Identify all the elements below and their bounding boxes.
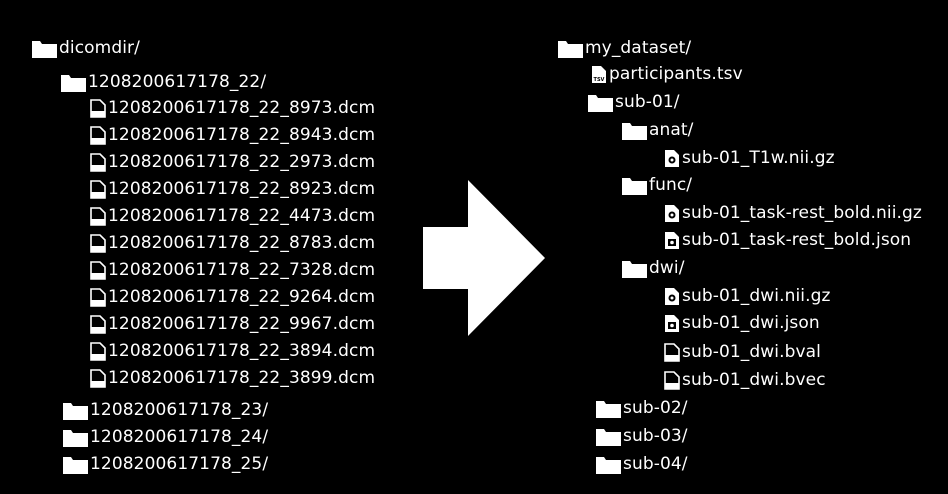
file-icon — [90, 125, 106, 145]
tree-item[interactable]: func/ — [622, 173, 692, 197]
tree-item[interactable]: 1208200617178_22_4473.dcm — [90, 204, 375, 228]
file-icon — [90, 233, 106, 253]
file-icon — [90, 341, 106, 361]
tsv-file-icon: TSV — [591, 65, 607, 84]
tree-item[interactable]: anat/ — [622, 118, 694, 142]
tree-item[interactable]: 1208200617178_22_2973.dcm — [90, 150, 375, 174]
tree-item[interactable]: 1208200617178_22/ — [61, 70, 266, 94]
folder-icon — [63, 455, 88, 474]
tree-item[interactable]: sub-01_dwi.bvec — [664, 368, 826, 392]
file-icon — [90, 98, 106, 118]
folder-icon — [622, 121, 647, 140]
file-icon — [90, 314, 106, 334]
tree-item[interactable]: sub-01_dwi.bval — [664, 340, 821, 364]
file-icon — [90, 368, 106, 388]
folder-icon — [622, 176, 647, 195]
tree-item[interactable]: sub-01_task-rest_bold.json — [664, 228, 911, 252]
folder-icon — [558, 39, 583, 58]
tree-item[interactable]: dicomdir/ — [32, 36, 140, 60]
tree-item[interactable]: 1208200617178_22_7328.dcm — [90, 258, 375, 282]
tree-item[interactable]: 1208200617178_22_3894.dcm — [90, 339, 375, 363]
file-icon — [90, 206, 106, 226]
tree-item[interactable]: sub-04/ — [596, 452, 688, 476]
tree-item[interactable]: 1208200617178_23/ — [63, 398, 268, 422]
tsv-badge: TSV — [594, 77, 605, 83]
tree-item[interactable]: sub-01_dwi.json — [664, 311, 820, 335]
tree-item[interactable]: 1208200617178_25/ — [63, 452, 268, 476]
tree-item[interactable]: 1208200617178_22_9264.dcm — [90, 285, 375, 309]
folder-icon — [63, 401, 88, 420]
nifti-file-icon — [664, 204, 680, 223]
folder-icon — [588, 93, 613, 112]
folder-icon — [596, 455, 621, 474]
tree-item[interactable]: 1208200617178_22_8783.dcm — [90, 231, 375, 255]
tree-item[interactable]: sub-03/ — [596, 424, 688, 448]
folder-icon — [596, 427, 621, 446]
file-icon — [90, 179, 106, 199]
tree-item[interactable]: sub-01/ — [588, 90, 680, 114]
tree-item[interactable]: dwi/ — [622, 256, 685, 280]
tree-item[interactable]: 1208200617178_22_8973.dcm — [90, 96, 375, 120]
tree-item[interactable]: 1208200617178_24/ — [63, 425, 268, 449]
tree-item[interactable]: TSV participants.tsv — [591, 62, 743, 86]
tree-item[interactable]: sub-01_dwi.nii.gz — [664, 284, 831, 308]
file-icon — [90, 287, 106, 307]
tree-item[interactable]: 1208200617178_22_3899.dcm — [90, 366, 375, 390]
folder-icon — [596, 399, 621, 418]
file-icon — [90, 260, 106, 280]
nifti-file-icon — [664, 287, 680, 306]
file-icon — [90, 152, 106, 172]
folder-icon — [63, 428, 88, 447]
folder-icon — [622, 259, 647, 278]
tree-item[interactable]: my_dataset/ — [558, 36, 691, 60]
file-icon — [664, 370, 680, 390]
folder-icon — [61, 73, 86, 92]
file-icon — [664, 342, 680, 362]
tree-item[interactable]: 1208200617178_22_8923.dcm — [90, 177, 375, 201]
json-file-icon — [664, 314, 680, 333]
tree-item[interactable]: sub-01_task-rest_bold.nii.gz — [664, 201, 922, 225]
tree-item[interactable]: sub-01_T1w.nii.gz — [664, 146, 835, 170]
tree-item[interactable]: sub-02/ — [596, 396, 688, 420]
folder-icon — [32, 39, 57, 58]
tree-item[interactable]: 1208200617178_22_9967.dcm — [90, 312, 375, 336]
nifti-file-icon — [664, 149, 680, 168]
tree-item[interactable]: 1208200617178_22_8943.dcm — [90, 123, 375, 147]
right-arrow-icon — [423, 180, 547, 336]
json-file-icon — [664, 231, 680, 250]
